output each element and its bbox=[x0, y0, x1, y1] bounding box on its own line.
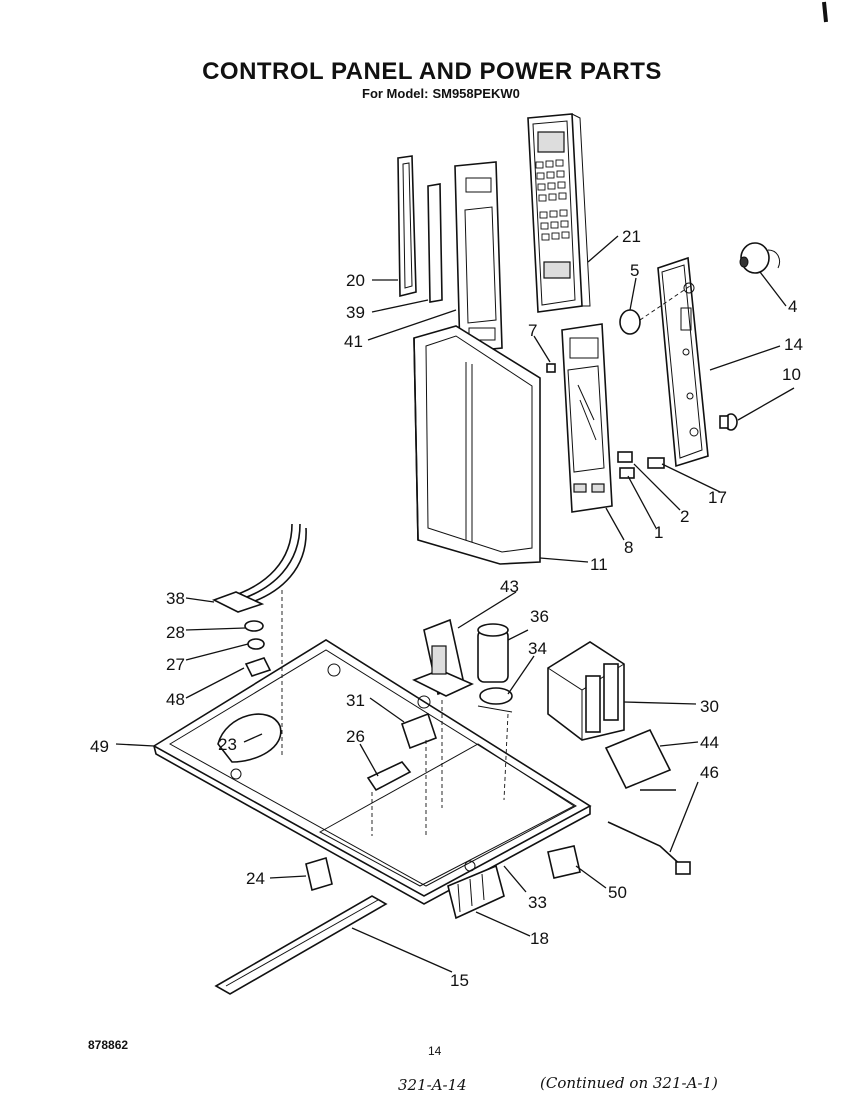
corner-mark bbox=[822, 1, 828, 23]
callout-34: 34 bbox=[528, 639, 547, 658]
handwritten-reference: 321-A-14 bbox=[398, 1076, 467, 1094]
part-41-frame bbox=[454, 161, 503, 353]
page-number: 14 bbox=[428, 1044, 442, 1058]
callout-33: 33 bbox=[528, 893, 547, 912]
part-39-strip bbox=[427, 183, 443, 303]
part-28-27-48-hardware bbox=[244, 620, 272, 677]
callout-17: 17 bbox=[708, 488, 727, 507]
part-8-inner-panel bbox=[561, 323, 613, 513]
part-26-fuse-holder bbox=[366, 761, 412, 792]
part-5-knob bbox=[619, 309, 641, 335]
callout-7: 7 bbox=[528, 321, 537, 340]
part-15-rail bbox=[214, 895, 388, 995]
part-7-clip bbox=[546, 363, 556, 373]
callout-10: 10 bbox=[782, 365, 801, 384]
part-31-relay bbox=[400, 712, 438, 750]
part-49-base-plate bbox=[152, 639, 592, 905]
callouts: 20 39 41 21 5 4 14 7 10 17 2 1 8 11 43 3… bbox=[90, 227, 803, 990]
callout-20: 20 bbox=[346, 271, 365, 290]
part-4-motor bbox=[739, 242, 781, 274]
callout-27: 27 bbox=[166, 655, 185, 674]
part-24-fuse bbox=[305, 856, 333, 892]
part-11-door-frame bbox=[413, 325, 541, 565]
part-36-capacitor bbox=[477, 623, 509, 683]
document-code: 878862 bbox=[88, 1038, 129, 1052]
part-10-switch bbox=[719, 413, 738, 431]
callout-11: 11 bbox=[590, 555, 608, 574]
callout-38: 38 bbox=[166, 589, 185, 608]
callout-1: 1 bbox=[654, 523, 663, 542]
callout-28: 28 bbox=[166, 623, 185, 642]
callout-49: 49 bbox=[90, 737, 109, 756]
handwritten-continued-note: (Continued on 321-A-1) bbox=[540, 1074, 718, 1092]
model-label: For Model: bbox=[362, 86, 429, 101]
callout-26: 26 bbox=[346, 727, 365, 746]
callout-5: 5 bbox=[630, 261, 639, 280]
callout-31: 31 bbox=[346, 691, 365, 710]
callout-24: 24 bbox=[246, 869, 265, 888]
callout-39: 39 bbox=[346, 303, 365, 322]
callout-21: 21 bbox=[622, 227, 641, 246]
callout-48: 48 bbox=[166, 690, 185, 709]
part-14-side-bracket bbox=[657, 256, 709, 468]
part-1-2-17-switches bbox=[617, 451, 665, 479]
callout-36: 36 bbox=[530, 607, 549, 626]
part-18-terminal-block bbox=[447, 864, 505, 920]
callout-15: 15 bbox=[450, 971, 469, 990]
callout-18: 18 bbox=[530, 929, 549, 948]
callout-43: 43 bbox=[500, 577, 519, 596]
part-34-clamp bbox=[477, 687, 513, 713]
callout-8: 8 bbox=[624, 538, 633, 557]
callout-41: 41 bbox=[344, 332, 363, 351]
part-44-bracket bbox=[604, 728, 672, 790]
callout-46: 46 bbox=[700, 763, 719, 782]
part-23-mount-plate bbox=[217, 713, 282, 763]
model-subtitle: For Model:SM958PEKW0 bbox=[362, 86, 524, 101]
model-number: SM958PEKW0 bbox=[432, 86, 520, 101]
part-46-power-cord bbox=[607, 789, 691, 875]
callout-4: 4 bbox=[788, 297, 797, 316]
alignment-lines bbox=[281, 285, 691, 836]
callout-23: 23 bbox=[218, 735, 237, 754]
page-title: CONTROL PANEL AND POWER PARTS bbox=[202, 58, 662, 85]
part-20-bracket bbox=[397, 155, 417, 298]
callout-30: 30 bbox=[700, 697, 719, 716]
callout-2: 2 bbox=[680, 507, 689, 526]
part-43-transformer bbox=[412, 618, 474, 697]
callout-44: 44 bbox=[700, 733, 719, 752]
part-21-control-panel bbox=[527, 113, 591, 313]
callout-14: 14 bbox=[784, 335, 803, 354]
part-50-interlock bbox=[547, 845, 581, 879]
callout-50: 50 bbox=[608, 883, 627, 902]
leader-lines bbox=[115, 235, 795, 973]
part-30-hv-transformer bbox=[547, 641, 625, 741]
part-38-harness bbox=[211, 523, 307, 613]
